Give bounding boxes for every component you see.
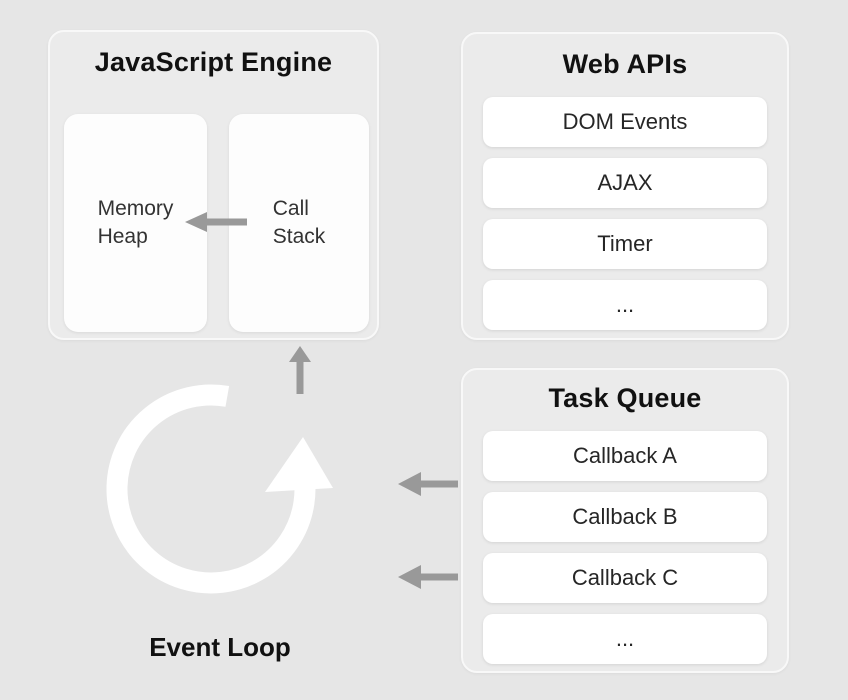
web-api-item-ajax: AJAX: [483, 158, 767, 208]
arrow-left-stack-to-heap-icon: [185, 212, 247, 232]
memory-heap-label: Memory Heap: [97, 197, 174, 248]
event-loop-label: Event Loop: [149, 632, 291, 662]
task-queue-list: Callback A Callback B Callback C ...: [463, 431, 787, 664]
web-apis-title: Web APIs: [562, 49, 688, 79]
call-stack-label: Call Stack: [272, 197, 326, 248]
task-queue-item-callback-c: Callback C: [483, 553, 767, 603]
javascript-engine-title: JavaScript Engine: [94, 47, 333, 77]
call-stack-box: Call Stack: [229, 114, 369, 332]
web-apis-box: Web APIs DOM Events AJAX Timer ...: [461, 32, 789, 340]
task-queue-title: Task Queue: [548, 383, 702, 413]
javascript-engine-box: JavaScript Engine Memory Heap Call Stack: [48, 30, 379, 340]
web-apis-list: DOM Events AJAX Timer ...: [463, 97, 787, 330]
web-api-item-dom-events: DOM Events: [483, 97, 767, 147]
memory-heap-box: Memory Heap: [64, 114, 207, 332]
task-queue-box: Task Queue Callback A Callback B Callbac…: [461, 368, 789, 673]
arrow-left-queue-to-loop-top-icon: [398, 472, 458, 496]
task-queue-item-more: ...: [483, 614, 767, 664]
task-queue-item-callback-b: Callback B: [483, 492, 767, 542]
arrow-left-queue-to-loop-bottom-icon: [398, 565, 458, 589]
task-queue-item-callback-a: Callback A: [483, 431, 767, 481]
web-api-item-more: ...: [483, 280, 767, 330]
event-loop-cycle-icon: [106, 384, 333, 594]
arrow-up-loop-to-engine-icon: [289, 346, 311, 394]
web-api-item-timer: Timer: [483, 219, 767, 269]
